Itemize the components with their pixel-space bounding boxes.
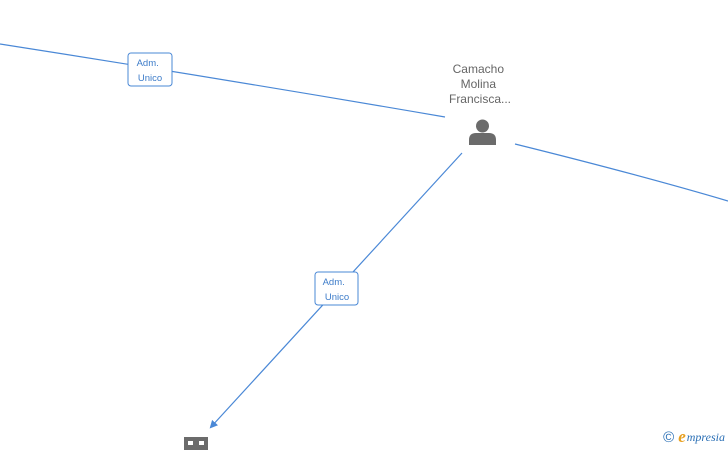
person-icon xyxy=(469,119,496,145)
brand-logo-initial: e xyxy=(678,427,686,446)
building-icon xyxy=(184,437,208,450)
edge-label-line: Adm. xyxy=(137,58,159,69)
edge-line-left xyxy=(0,43,446,118)
person-name-line: Molina xyxy=(461,77,497,91)
copyright-symbol: © xyxy=(663,428,675,446)
svg-text:Adm. Unico: Adm. Unico xyxy=(137,58,163,84)
edge-label-adm-unico-1[interactable]: Adm. Unico xyxy=(127,52,173,87)
person-name-line: Camacho xyxy=(453,62,505,76)
person-name-line: Francisca... xyxy=(449,92,511,106)
edge-label-line: Unico xyxy=(138,73,162,84)
person-name-label: Camacho Molina Francisca... xyxy=(449,62,511,106)
company-node[interactable] xyxy=(184,437,208,450)
brand-logo-text: mpresia xyxy=(686,429,725,444)
svg-text:Adm. Unico: Adm. Unico xyxy=(323,277,350,303)
edge-label-line: Unico xyxy=(325,292,349,303)
edge-label-line: Adm. xyxy=(323,277,345,288)
empresia-watermark: © e mpresia xyxy=(663,427,725,447)
edge-label-adm-unico-2[interactable]: Adm. Unico xyxy=(314,271,359,306)
edge-line-right xyxy=(514,143,728,202)
person-node[interactable]: Camacho Molina Francisca... xyxy=(449,62,511,145)
